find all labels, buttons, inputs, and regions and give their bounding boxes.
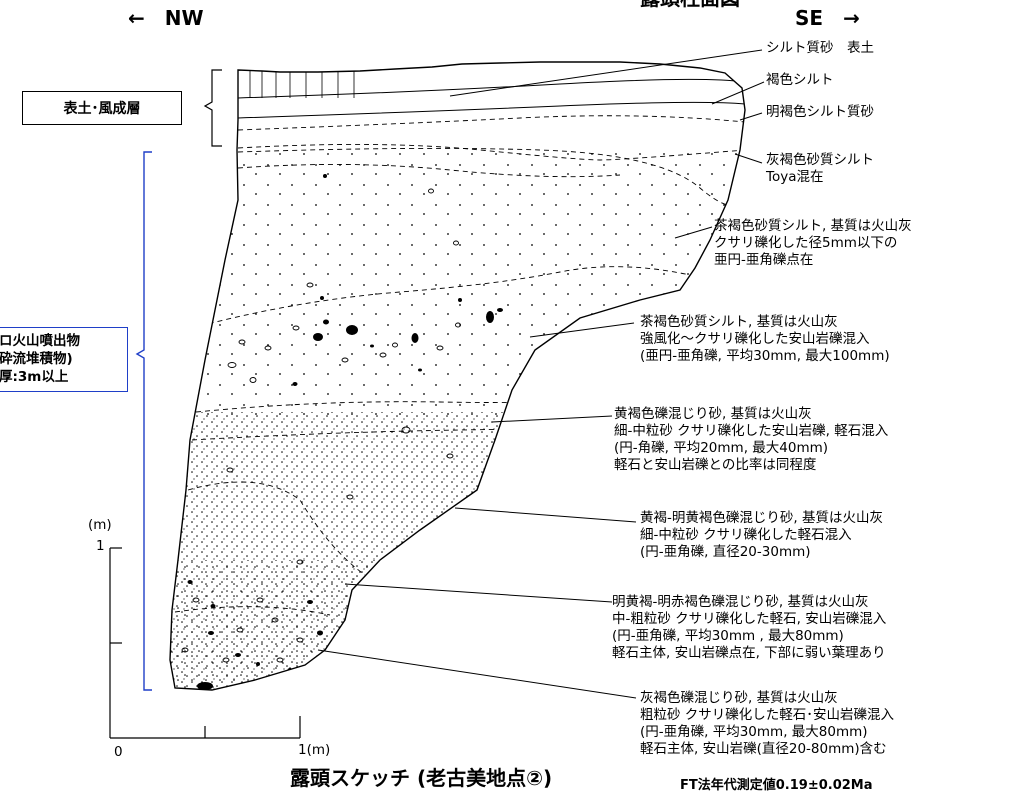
nw-direction-label: ← NW xyxy=(128,6,204,30)
layer-3-line-1: 明褐色シルト質砂 xyxy=(766,104,874,120)
layer-annotation-6: 茶褐色砂質シルト, 基質は火山灰 強風化～クサリ礫化した安山岩礫混入 (亜円-亜… xyxy=(640,314,890,365)
layer-2-line-1: 褐色シルト xyxy=(766,72,834,88)
layer-7-line-3: (円-角礫, 平均20mm, 最大40mm) xyxy=(614,439,829,456)
layer-5-line-1: 茶褐色砂質シルト, 基質は火山灰 xyxy=(714,218,912,234)
topsoil-label-box: 表土･風成層 xyxy=(22,91,182,125)
header-cut-title: 露頭柱面図 xyxy=(640,0,740,11)
layer-7-line-4: 軽石と安山岩礫との比率は同程度 xyxy=(614,456,817,473)
layer-5-line-2: クサリ礫化した径5mm以下の xyxy=(714,234,898,251)
layer-4-line-2: Toya混在 xyxy=(766,168,824,185)
layer-annotation-5: 茶褐色砂質シルト, 基質は火山灰 クサリ礫化した径5mm以下の 亜円-亜角礫点在 xyxy=(714,218,912,269)
volcanic-label-line1: ロ火山噴出物 xyxy=(0,333,80,349)
layer-9-line-1: 明黄褐-明赤褐色礫混じり砂, 基質は火山灰 xyxy=(612,594,869,610)
layer-8-line-3: (円-亜角礫, 直径20-30mm) xyxy=(640,543,811,560)
layer-annotation-2: 褐色シルト xyxy=(766,72,834,89)
layer-6-line-1: 茶褐色砂質シルト, 基質は火山灰 xyxy=(640,314,838,330)
topsoil-label: 表土･風成層 xyxy=(63,101,141,117)
scale-tick-1: 1 xyxy=(96,538,105,554)
leader-lines xyxy=(317,49,765,699)
outcrop-outline xyxy=(169,61,746,691)
layer-10-line-4: 軽石主体, 安山岩礫(直径20-80mm)含む xyxy=(640,740,887,757)
layer-4-line-1: 灰褐色砂質シルト xyxy=(766,152,874,168)
layer-6-line-3: (亜円-亜角礫, 平均30mm, 最大100mm) xyxy=(640,347,890,364)
layer-annotation-3: 明褐色シルト質砂 xyxy=(766,104,874,121)
ft-date-label: FT法年代測定値0.19±0.02Ma xyxy=(680,778,873,793)
scale-origin: 0 xyxy=(114,744,123,760)
layer-annotation-7: 黄褐色礫混じり砂, 基質は火山灰 細-中粒砂 クサリ礫化した安山岩礫, 軽石混入… xyxy=(614,406,888,474)
layer-8-line-1: 黄褐-明黄褐色礫混じり砂, 基質は火山灰 xyxy=(640,510,883,526)
layer-9-line-4: 軽石主体, 安山岩礫点在, 下部に弱い葉理あり xyxy=(612,644,886,661)
topsoil-brace xyxy=(203,69,222,147)
volcanic-brace xyxy=(135,151,152,691)
volcanic-label-line3: 厚:3m以上 xyxy=(0,369,69,386)
layer-5-line-3: 亜円-亜角礫点在 xyxy=(714,251,814,268)
volcanic-label-box: ロ火山噴出物 砕流堆積物) 厚:3m以上 xyxy=(0,327,128,392)
scale-unit-label: (m) xyxy=(88,517,112,533)
volcanic-label-line2: 砕流堆積物) xyxy=(0,351,73,368)
layer-1-line-1: シルト質砂 表土 xyxy=(766,40,874,56)
pumice-markers xyxy=(181,188,461,663)
layer-10-line-3: (円-亜角礫, 平均30mm, 最大80mm) xyxy=(640,723,868,740)
layer-9-line-2: 中-粗粒砂 クサリ礫化した軽石, 安山岩礫混入 xyxy=(612,610,887,627)
scale-x-end: 1(m) xyxy=(298,742,331,758)
layer-9-line-3: (円-亜角礫, 平均30mm , 最大80mm) xyxy=(612,627,844,644)
layer-7-line-2: 細-中粒砂 クサリ礫化した安山岩礫, 軽石混入 xyxy=(614,422,889,439)
layer-annotation-8: 黄褐-明黄褐色礫混じり砂, 基質は火山灰 細-中粒砂 クサリ礫化した軽石混入 (… xyxy=(640,510,883,561)
layer-6-line-2: 強風化～クサリ礫化した安山岩礫混入 xyxy=(640,330,870,347)
layer-10-line-1: 灰褐色礫混じり砂, 基質は火山灰 xyxy=(640,690,838,706)
layer-annotation-4: 灰褐色砂質シルト Toya混在 xyxy=(766,152,874,186)
layer-7-line-1: 黄褐色礫混じり砂, 基質は火山灰 xyxy=(614,406,812,422)
layer-annotation-9: 明黄褐-明赤褐色礫混じり砂, 基質は火山灰 中-粗粒砂 クサリ礫化した軽石, 安… xyxy=(612,594,886,662)
sketch-title: 露頭スケッチ (老古美地点②) xyxy=(290,766,553,790)
layer-8-line-2: 細-中粒砂 クサリ礫化した軽石混入 xyxy=(640,526,852,543)
scale-bar xyxy=(109,547,301,739)
layer-10-line-2: 粗粒砂 クサリ礫化した軽石･安山岩礫混入 xyxy=(640,706,895,723)
layer-annotation-10: 灰褐色礫混じり砂, 基質は火山灰 粗粒砂 クサリ礫化した軽石･安山岩礫混入 (円… xyxy=(640,690,894,758)
se-direction-label: SE → xyxy=(795,6,860,30)
layer-annotation-1: シルト質砂 表土 xyxy=(766,40,874,57)
